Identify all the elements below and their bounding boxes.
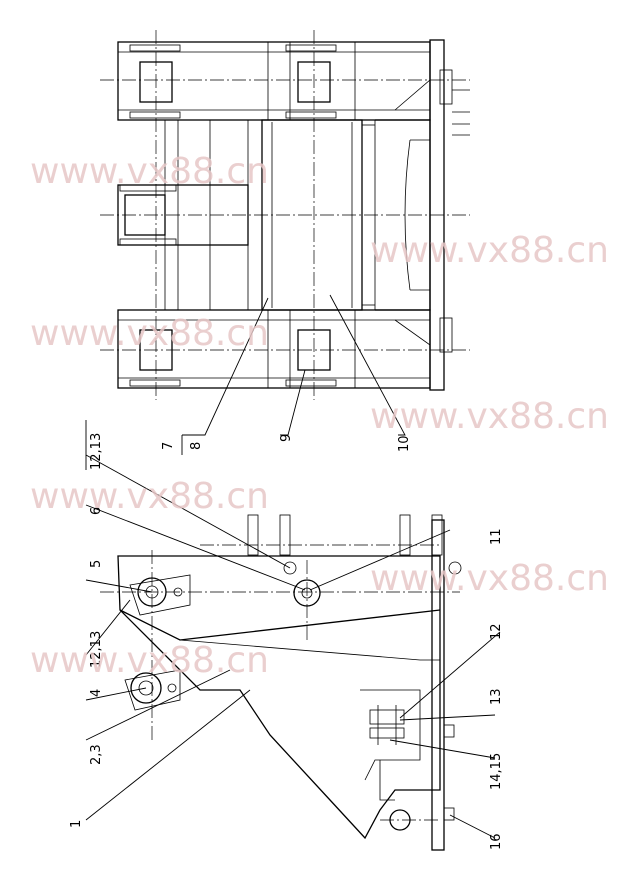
watermark: www.vx88.cn xyxy=(30,313,269,354)
mounting-plate-side xyxy=(431,519,445,851)
watermark: www.vx88.cn xyxy=(370,230,609,271)
callout-12: 12 xyxy=(489,623,504,640)
callout-13: 13 xyxy=(489,688,504,705)
callout-12-13-mid: 12,13 xyxy=(89,631,104,668)
top-view-callouts: 7 8 9 10 xyxy=(161,434,412,452)
upper-side-frame xyxy=(117,41,431,121)
callout-5: 5 xyxy=(89,560,104,568)
callout-1: 1 xyxy=(69,820,84,828)
watermark: www.vx88.cn xyxy=(370,396,609,437)
watermark: www.vx88.cn xyxy=(370,558,609,599)
callout-11: 11 xyxy=(489,528,504,545)
callout-6: 6 xyxy=(89,507,104,515)
callout-16: 16 xyxy=(489,833,504,850)
callout-12-13-top: 12,13 xyxy=(89,433,104,470)
side-view-leaders xyxy=(85,420,501,839)
watermarks: www.vx88.cn www.vx88.cn www.vx88.cn www.… xyxy=(30,151,609,681)
callout-2-3: 2,3 xyxy=(89,744,104,765)
watermark: www.vx88.cn xyxy=(30,476,269,517)
watermark: www.vx88.cn xyxy=(30,640,269,681)
pivot-4 xyxy=(130,672,162,704)
watermark: www.vx88.cn xyxy=(30,151,269,192)
callout-8: 8 xyxy=(189,442,204,450)
top-view-leaders xyxy=(181,294,406,455)
callout-10: 10 xyxy=(397,435,412,452)
callout-14-15: 14,15 xyxy=(489,753,504,790)
lift-arm xyxy=(119,609,441,641)
callout-7: 7 xyxy=(161,442,176,450)
top-view xyxy=(100,30,470,400)
callout-9: 9 xyxy=(279,434,294,442)
side-plate xyxy=(117,555,441,840)
side-view-callouts: 12,13 6 5 12,13 4 2,3 1 11 12 13 14,15 1… xyxy=(69,433,504,850)
callout-4: 4 xyxy=(89,689,104,697)
